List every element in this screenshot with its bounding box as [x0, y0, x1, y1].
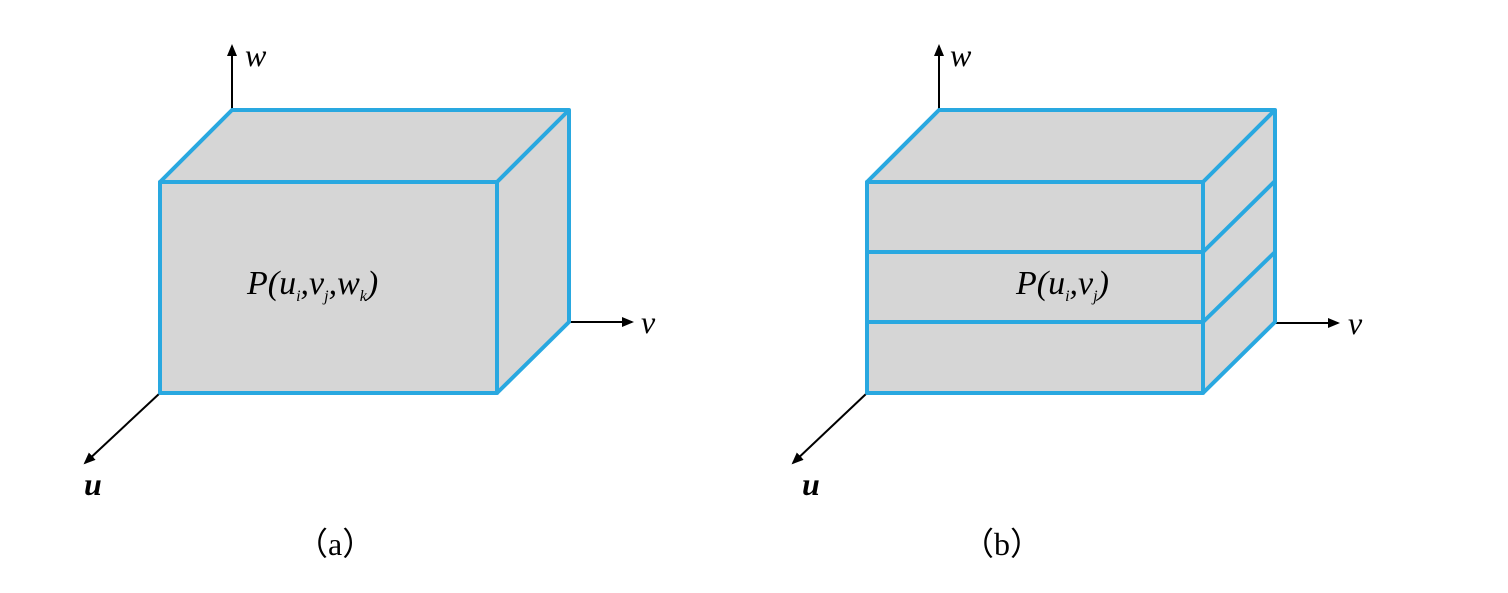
box-top-face: [160, 110, 569, 182]
formula-sep1: ,v: [301, 265, 326, 302]
formula-close: ): [365, 265, 378, 302]
formula-sub-i: i: [296, 288, 300, 305]
layer-dividers: [867, 179, 1277, 324]
u-axis-label: u: [802, 466, 820, 502]
formula-main: P(u: [1015, 265, 1065, 302]
formula-main: P(u: [246, 265, 296, 302]
panel-a: w v u P(ui,vj,wk) （a）: [83, 37, 656, 562]
layer-divider-1: [867, 179, 1277, 254]
formula-sub-i: i: [1065, 288, 1069, 305]
box-front-face: [160, 182, 497, 393]
box-front-face: [867, 182, 1203, 393]
formula-sub-j: j: [322, 288, 329, 305]
formula-sub-j: j: [1091, 288, 1098, 305]
w-axis-label: w: [245, 37, 267, 73]
panel-b: w v u P(ui,vj) （b）: [791, 37, 1363, 562]
layer-divider-2: [867, 250, 1277, 324]
box-top-face: [867, 110, 1275, 182]
w-axis-label: w: [950, 37, 972, 73]
v-axis-label: v: [641, 304, 656, 340]
point-formula: P(ui,vj): [1015, 265, 1109, 305]
formula-sub-k: k: [360, 288, 368, 305]
box-side-face: [1203, 110, 1275, 393]
formula-sep2: ,w: [329, 265, 361, 302]
caption-b: （b）: [962, 526, 1042, 562]
formula-close: ): [1096, 265, 1109, 302]
u-axis-arrow: [791, 392, 868, 465]
box-edges: [158, 108, 571, 395]
v-axis-label: v: [1348, 305, 1363, 341]
point-formula: P(ui,vj,wk): [246, 265, 378, 305]
formula-sep1: ,v: [1070, 265, 1095, 302]
u-axis-arrow: [83, 392, 161, 465]
u-axis-label: u: [84, 466, 102, 502]
caption-a: （a）: [296, 526, 374, 562]
box-side-face: [497, 110, 569, 393]
